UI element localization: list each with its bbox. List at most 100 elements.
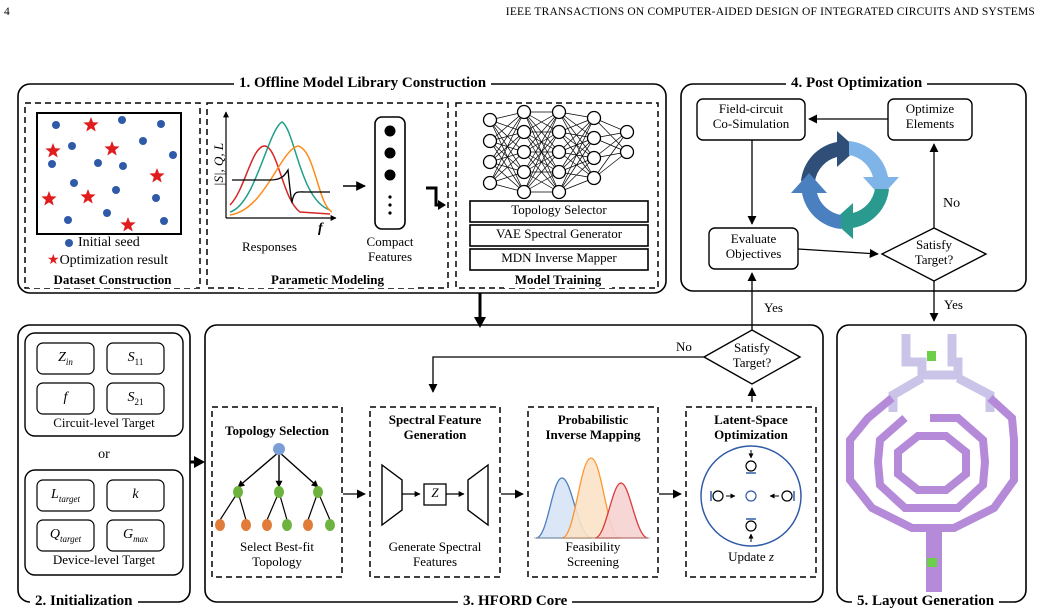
optimization-star [45, 143, 61, 158]
nn-neuron [516, 164, 532, 180]
compact-features-label: Compact Features [366, 234, 414, 264]
nn-neuron [619, 124, 635, 140]
topology-selector-label: Topology Selector [511, 202, 607, 217]
vae-label: VAE Spectral Generator [495, 226, 623, 241]
hford-core-title: 3. HFORD Core [458, 592, 573, 610]
nn-neuron [551, 124, 567, 140]
vae-box [469, 224, 649, 247]
nn-neuron [586, 170, 602, 186]
optimization-star [149, 168, 165, 183]
legend-star-icon: ★ [47, 253, 60, 268]
nn-neuron [516, 104, 532, 120]
parametric-subpanel [206, 102, 449, 289]
response-x-label: f [318, 221, 323, 236]
topology-selector-box [469, 200, 649, 223]
legend-opt: ★Optimization result [47, 253, 169, 268]
response-curve-black [232, 167, 330, 205]
optimization-star [104, 141, 120, 156]
topology-title: Topology Selection [225, 423, 329, 438]
responses-label: Responses [242, 239, 297, 254]
training-caption: Model Training [504, 272, 612, 288]
topology-tree [215, 443, 335, 531]
legend-seed-dot [65, 239, 73, 247]
dataset-caption: Dataset Construction [29, 272, 196, 288]
optimization-star [41, 191, 57, 206]
latent-caption: Update z [728, 549, 774, 564]
param-s11: S11 [127, 350, 144, 367]
parametric-caption: Parametic Modeling [240, 272, 415, 288]
nn-neuron [516, 124, 532, 140]
nn-neuron [482, 133, 498, 149]
circuit-target-caption: Circuit-level Target [53, 415, 155, 430]
optimization-star [120, 217, 136, 232]
post-optimization-title: 4. Post Optimization [786, 74, 928, 92]
nn-neuron [586, 130, 602, 146]
device-target-caption: Device-level Target [52, 552, 156, 567]
optimization-star [83, 117, 99, 132]
post-yes-left: Yes [764, 300, 783, 315]
latent-subpanel [685, 406, 817, 578]
latent-z: Z [431, 485, 439, 500]
core-satisfy-diamond [702, 329, 802, 385]
topology-subpanel [211, 406, 343, 578]
evaluate-objectives-box [708, 227, 799, 270]
compact-feature-vector [374, 116, 406, 230]
param-k: k [132, 487, 139, 502]
nn-neuron [586, 150, 602, 166]
response-curve-orange [229, 145, 333, 216]
post-no-label: No [943, 196, 961, 211]
response-curve-teal [229, 121, 331, 213]
core-no-loop-arrow [428, 356, 704, 393]
param-zin: Zin [58, 350, 73, 367]
response-y-label: |S|, Q, L [211, 142, 227, 187]
param-f: f [63, 390, 68, 405]
vae-diagram [381, 463, 489, 527]
core-no-label: No [676, 339, 692, 354]
nn-neuron [516, 184, 532, 200]
nn-neuron [586, 110, 602, 126]
seed-dots [48, 116, 177, 225]
neural-network [482, 104, 635, 200]
param-s21: S21 [127, 390, 144, 407]
nn-neuron [619, 144, 635, 160]
nn-neuron [482, 154, 498, 170]
page-number: 4 [4, 6, 10, 18]
nn-neuron [551, 144, 567, 160]
circuit-target-group [24, 332, 184, 437]
field-circuit-box [696, 98, 806, 141]
nn-neuron [551, 104, 567, 120]
param-ltarget: Ltarget [51, 487, 80, 504]
layout-artwork [846, 334, 1018, 600]
mdn-label: MDN Inverse Mapper [501, 250, 617, 265]
training-subpanel [455, 102, 659, 289]
optimization-stars [41, 117, 165, 232]
refresh-cycle-icon [791, 131, 899, 239]
inverse-subpanel [527, 406, 659, 578]
layout-generation-title: 5. Layout Generation [852, 592, 1000, 610]
legend-seed: Initial seed [78, 235, 140, 250]
dataset-scatter-frame [36, 112, 182, 235]
latent-space-circle [700, 445, 802, 547]
initialization-title: 2. Initialization [30, 592, 138, 610]
spectral-subpanel [369, 406, 501, 578]
param-gmax: Gmax [122, 527, 149, 544]
nn-neuron [482, 112, 498, 128]
nn-neuron [516, 144, 532, 160]
nn-neuron [482, 175, 498, 191]
nn-neuron [551, 184, 567, 200]
optimization-star [80, 189, 96, 204]
nn-neuron [551, 164, 567, 180]
gaussian-mixture [534, 457, 650, 539]
